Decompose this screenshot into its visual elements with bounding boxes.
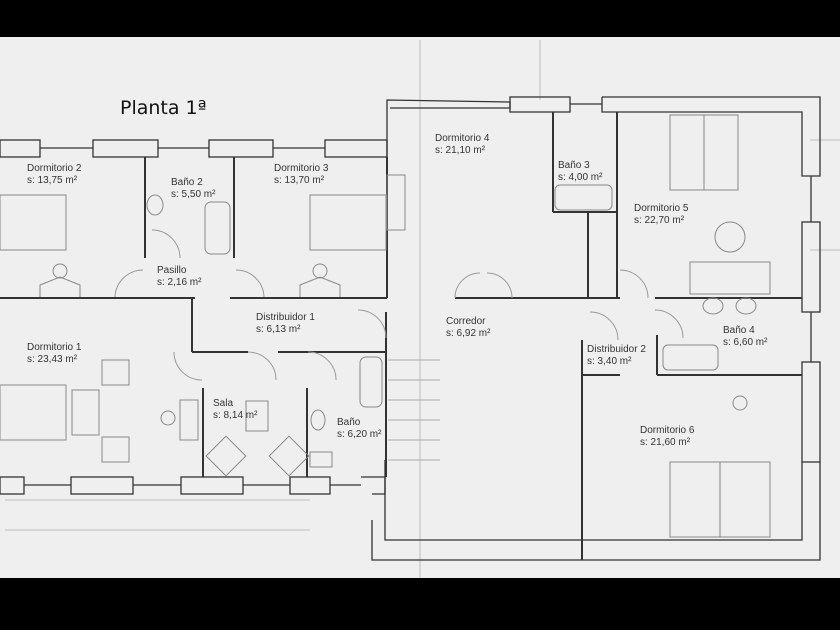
background-lines [5, 40, 840, 578]
furniture [0, 114, 771, 538]
room-name: Baño 4 [723, 325, 755, 336]
room-name: Baño 3 [558, 160, 590, 171]
exterior-walls [0, 96, 821, 561]
room-area: s: 6,20 m² [337, 429, 382, 440]
room-name: Sala [213, 398, 234, 409]
interior-walls [0, 112, 802, 560]
stairs [388, 359, 440, 461]
room-area: s: 23,43 m² [27, 354, 78, 365]
room-area: s: 22,70 m² [634, 215, 685, 226]
room-area: s: 21,10 m² [435, 145, 486, 156]
room-name: Pasillo [157, 265, 187, 276]
room-area: s: 6,92 m² [446, 328, 491, 339]
door-swings [114, 229, 684, 381]
room-name: Baño 2 [171, 177, 203, 188]
room-area: s: 21,60 m² [640, 437, 691, 448]
room-area: s: 13,75 m² [27, 175, 78, 186]
room-name: Dormitorio 1 [27, 342, 82, 353]
room-name: Dormitorio 6 [640, 425, 695, 436]
room-area: s: 3,40 m² [587, 356, 632, 367]
room-area: s: 6,13 m² [256, 324, 301, 335]
room-name: Dormitorio 5 [634, 203, 689, 214]
room-name: Dormitorio 4 [435, 133, 490, 144]
room-area: s: 5,50 m² [171, 189, 216, 200]
room-area: s: 6,60 m² [723, 337, 768, 348]
room-area: s: 8,14 m² [213, 410, 258, 421]
room-name: Dormitorio 3 [274, 163, 329, 174]
room-name: Baño [337, 417, 361, 428]
room-name: Dormitorio 2 [27, 163, 82, 174]
room-name: Distribuidor 2 [587, 344, 646, 355]
room-name: Corredor [446, 316, 486, 327]
room-area: s: 4,00 m² [558, 172, 603, 183]
room-area: s: 13,70 m² [274, 175, 325, 186]
room-area: s: 2,16 m² [157, 277, 202, 288]
room-name: Distribuidor 1 [256, 312, 315, 323]
floor-title: Planta 1ª [120, 97, 207, 119]
